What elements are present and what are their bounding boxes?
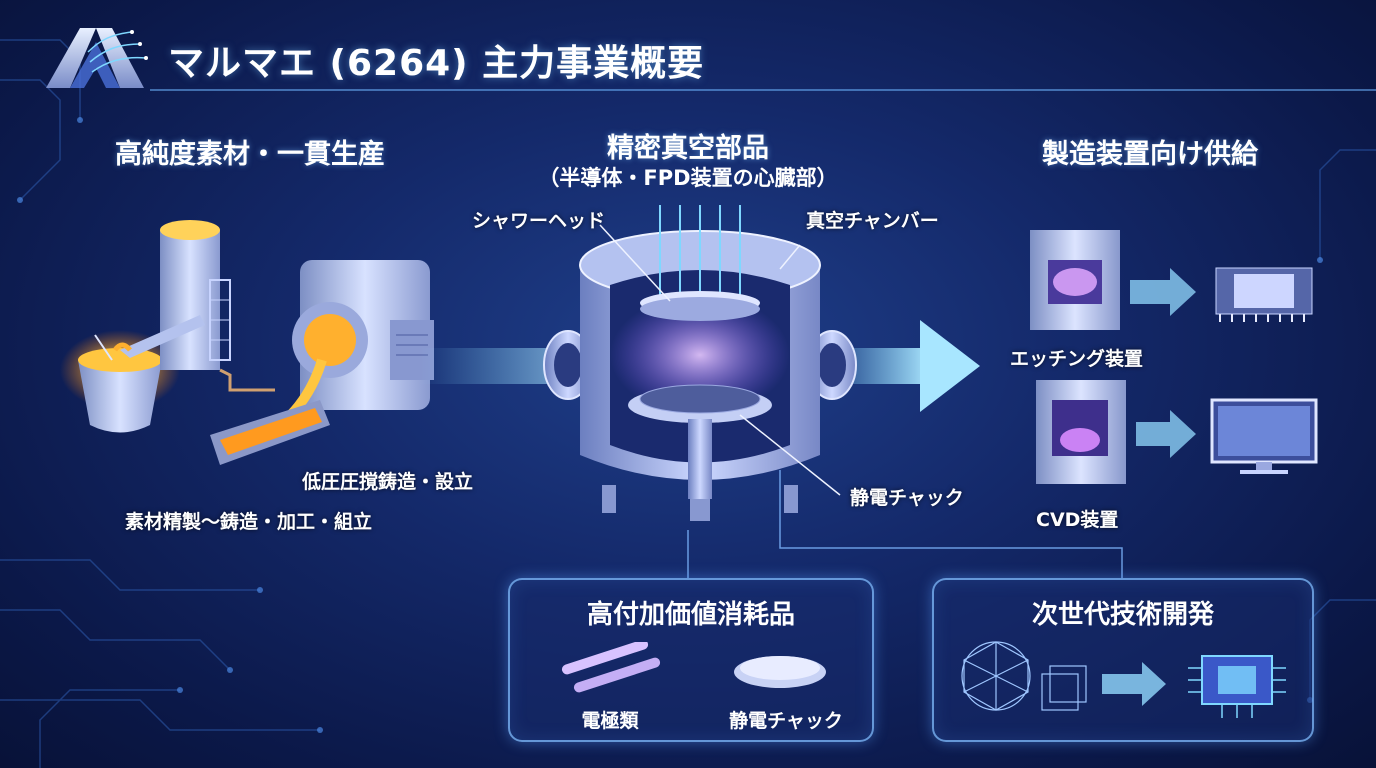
center-section-heading: 精密真空部品 [607,133,769,164]
label-electrodes: 電極類 [581,710,639,732]
casting-process-illustration [60,220,434,465]
left-section-heading: 高純度素材・一貫生産 [115,139,385,170]
page-title: マルマエ (6264) 主力事業概要 [168,43,705,84]
center-section-subheading: （半導体・FPD装置の心臓部） [538,166,838,190]
label-low-pressure-casting: 低圧圧撹鋳造・設立 [302,471,474,493]
consumables-illustration [561,642,826,693]
label-chuck-consumable: 静電チャック [729,710,843,732]
equipment-supply-illustration [1030,230,1318,484]
label-vacuum-chamber: 真空チャンバー [806,210,939,232]
next-gen-tech-box: 次世代技術開発 [932,578,1314,742]
next-gen-illustration [961,641,1286,718]
label-cvd-equipment: CVD装置 [1036,509,1119,531]
consumables-box: 高付加価値消耗品 電極類 静電チャック [508,578,874,742]
vacuum-chamber-illustration [543,205,857,521]
label-etching-equipment: エッチング装置 [1010,348,1144,370]
right-section-heading: 製造装置向け供給 [1042,139,1258,170]
label-integrated-production: 素材精製〜鋳造・加工・組立 [125,511,373,533]
label-showerhead: シャワーヘッド [472,210,606,232]
consumables-box-title: 高付加価値消耗品 [586,600,795,630]
label-electrostatic-chuck: 静電チャック [850,487,964,509]
next-gen-box-title: 次世代技術開発 [1031,600,1214,630]
company-logo [46,28,148,88]
